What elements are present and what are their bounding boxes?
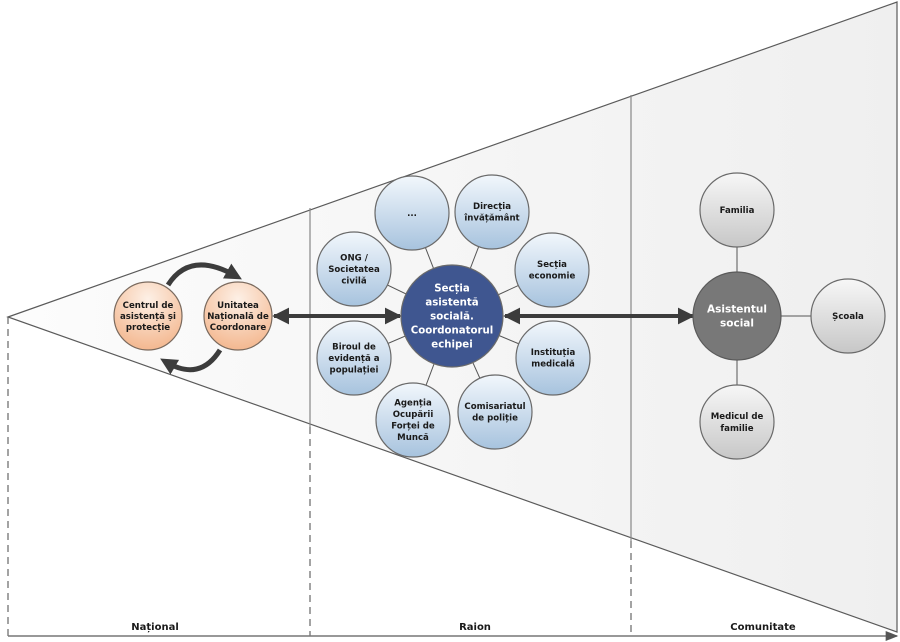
- raion-center-node-label-line: echipei: [431, 340, 472, 351]
- raion-node-biroul-label-line: Biroul de: [332, 342, 376, 352]
- raion-node-directia: Direcția învățământ: [454, 174, 530, 250]
- raion-node-agentia-label-line: Agenția: [394, 399, 432, 409]
- comunitate-center-node-circle: [692, 271, 782, 361]
- cycle-arrow-bottom: [160, 348, 223, 375]
- national-node-unitatea-label-line: Unitatea: [217, 301, 259, 311]
- comunitate-node-familia: Familia: [699, 172, 775, 248]
- national-node-unitatea-circle: [203, 281, 273, 351]
- comunitate-center-node-label-line: Asistentul: [707, 304, 767, 316]
- raion-node-sectia-economie: Secția economie: [514, 232, 590, 308]
- raion-node-biroul-circle: [316, 320, 392, 396]
- raion-node-agentia-label-line: Forței de: [391, 422, 435, 432]
- raion-node-sectia-economie-circle: [514, 232, 590, 308]
- comunitate-center-node-label-line: social: [720, 318, 754, 330]
- raion-node-institutia-medicala: Instituția medicală: [515, 320, 591, 396]
- raion-node-biroul-label-line: populației: [330, 365, 379, 375]
- raion-center-node-label-line: socială.: [430, 312, 474, 323]
- raion-node-ong-circle: [316, 231, 392, 307]
- raion-node-comisariatul: Comisariatul de poliție: [457, 374, 533, 450]
- raion-node-institutia-medicala-label-line: medicală: [531, 360, 575, 370]
- raion-node-sectia-economie-label-line: Secția: [537, 260, 567, 270]
- raion-node-directia-label-line: învățământ: [463, 214, 519, 224]
- comunitate-node-medicul-label-line: Medicul de: [711, 412, 764, 422]
- raion-center-node-label-line: asistentă: [425, 298, 478, 309]
- raion-node-directia-circle: [454, 174, 530, 250]
- raion-node-ong-label-line: civilă: [341, 276, 367, 286]
- raion-center-node-label-line: Secția: [434, 284, 470, 295]
- raion-node-ellipsis: ...: [374, 175, 450, 251]
- raion-center-node-circle: [400, 264, 504, 368]
- raion-node-directia-label-line: Direcția: [473, 202, 511, 212]
- national-node-unitatea-label-line: Coordonare: [210, 323, 267, 333]
- raion-node-agentia-label-line: Ocupării: [393, 410, 434, 420]
- comunitate-node-familia-circle: [699, 172, 775, 248]
- comunitate-node-familia-label-line: Familia: [720, 206, 755, 216]
- raion-node-comisariatul-label-line: Comisariatul: [464, 402, 525, 412]
- zone-label-comunitate: Comunitate: [730, 622, 796, 633]
- comunitate-node-medicul: Medicul de familie: [699, 384, 775, 460]
- raion-node-ong-label-line: Societatea: [328, 265, 380, 275]
- comunitate-node-scoala-circle: [810, 278, 886, 354]
- national-node-centrul-label-line: protecție: [126, 323, 170, 333]
- zone-label-raion: Raion: [459, 622, 491, 633]
- zone-label-national: Național: [131, 622, 179, 633]
- raion-node-agentia-label-line: Muncă: [397, 433, 429, 443]
- comunitate-node-scoala: Școala: [810, 278, 886, 354]
- comunitate-node-scoala-label-line: Școala: [832, 312, 864, 322]
- raion-node-ong-label-line: ONG /: [340, 253, 369, 263]
- raion-node-ellipsis-label-line: ...: [407, 209, 417, 219]
- raion-center-node: Secția asistentă socială. Coordonatorul echi…: [400, 264, 504, 368]
- national-node-centrul-label-line: Centrul de: [123, 301, 174, 311]
- raion-node-institutia-medicala-circle: [515, 320, 591, 396]
- comunitate-node-medicul-circle: [699, 384, 775, 460]
- raion-node-sectia-economie-label-line: economie: [529, 272, 576, 282]
- national-node-centrul-label-line: asistență și: [120, 312, 176, 322]
- national-node-unitatea-label-line: Națională de: [207, 312, 269, 322]
- raion-node-biroul-label-line: evidență a: [328, 354, 379, 364]
- raion-node-ellipsis-circle: [374, 175, 450, 251]
- national-node-centrul-circle: [113, 281, 183, 351]
- raion-node-agentia-circle: [375, 382, 451, 458]
- raion-node-comisariatul-circle: [457, 374, 533, 450]
- raion-center-node-label-line: Coordonatorul: [411, 326, 494, 337]
- comunitate-center-node: Asistentul social: [692, 271, 782, 361]
- cycle-arrow-top: [165, 262, 242, 287]
- comunitate-node-medicul-label-line: familie: [720, 424, 753, 434]
- raion-node-comisariatul-label-line: de poliție: [472, 414, 518, 424]
- raion-node-institutia-medicala-label-line: Instituția: [531, 348, 576, 358]
